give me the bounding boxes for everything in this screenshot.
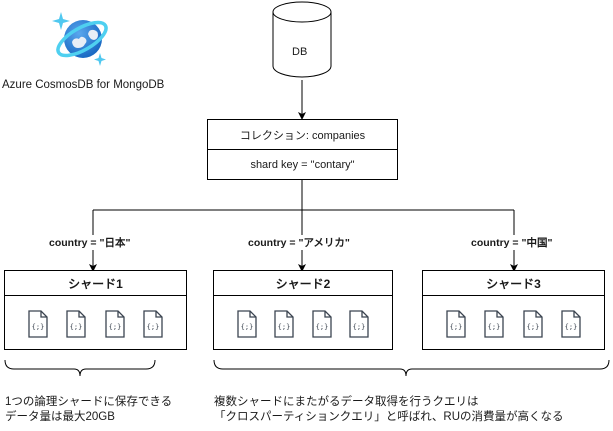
shard-1[interactable]: シャード1 {;} {;} {;} {;}	[4, 270, 187, 350]
brace-right	[213, 359, 610, 377]
db-label: DB	[292, 46, 308, 58]
json-document-icon: {;}	[143, 310, 163, 338]
note-left: 1つの論理シャードに保存できる データ量は最大20GB	[5, 395, 172, 425]
collection-box[interactable]: コレクション: companies shard key = "contary"	[207, 119, 398, 180]
svg-text:{;}: {;}	[108, 323, 121, 331]
brace-left	[4, 359, 156, 377]
collection-title: コレクション: companies	[208, 120, 397, 150]
json-document-icon: {;}	[66, 310, 87, 338]
json-document-icon: {;}	[522, 310, 543, 338]
json-document-icon: {;}	[237, 310, 257, 338]
note-right-line-2: 「クロスパーティションクエリ」と呼ばれ、RUの消費量が高くなる	[214, 411, 564, 423]
note-right-line-1: 複数シャードにまたがるデータ取得を行うクエリは	[214, 396, 479, 408]
cosmosdb-logo	[50, 8, 110, 68]
svg-text:{;}: {;}	[147, 323, 160, 331]
route-label-japan: country = "日本"	[48, 235, 132, 250]
svg-text:{;}: {;}	[32, 323, 45, 331]
route-label-america: country = "アメリカ"	[247, 235, 351, 250]
document-list: {;} {;} {;} {;}	[423, 296, 604, 338]
logo-label: Azure CosmosDB for MongoDB	[2, 79, 165, 91]
json-document-icon: {;}	[312, 310, 332, 338]
json-document-icon: {;}	[274, 310, 294, 338]
collection-shard-key: shard key = "contary"	[250, 158, 355, 171]
shard-title: シャード1	[5, 271, 186, 296]
cosmosdb-planet-icon	[52, 12, 108, 66]
json-document-icon: {;}	[104, 310, 125, 338]
json-document-icon: {;}	[446, 310, 466, 338]
shard-3[interactable]: シャード3 {;} {;} {;} {;}	[422, 270, 605, 350]
note-left-line-2: データ量は最大20GB	[5, 411, 115, 423]
svg-text:{;}: {;}	[240, 323, 253, 331]
svg-text:{;}: {;}	[315, 323, 328, 331]
document-list: {;} {;} {;} {;}	[214, 296, 392, 338]
shard-title: シャード3	[423, 271, 604, 296]
document-list: {;} {;} {;} {;}	[5, 296, 186, 338]
route-label-china: country = "中国"	[470, 235, 554, 250]
json-document-icon: {;}	[28, 310, 48, 338]
svg-text:{;}: {;}	[278, 323, 291, 331]
json-document-icon: {;}	[349, 310, 369, 338]
note-left-line-1: 1つの論理シャードに保存できる	[5, 396, 173, 408]
json-document-icon: {;}	[484, 310, 505, 338]
svg-text:{;}: {;}	[526, 323, 539, 331]
shard-2[interactable]: シャード2 {;} {;} {;} {;}	[213, 270, 393, 350]
svg-text:{;}: {;}	[565, 323, 578, 331]
svg-text:{;}: {;}	[450, 323, 463, 331]
svg-text:{;}: {;}	[353, 323, 366, 331]
svg-text:{;}: {;}	[488, 323, 501, 331]
shard-title: シャード2	[214, 271, 392, 296]
database-cylinder-icon	[272, 1, 332, 78]
svg-text:{;}: {;}	[70, 323, 83, 331]
json-document-icon: {;}	[561, 310, 581, 338]
note-right: 複数シャードにまたがるデータ取得を行うクエリは 「クロスパーティションクエリ」と…	[214, 395, 564, 425]
